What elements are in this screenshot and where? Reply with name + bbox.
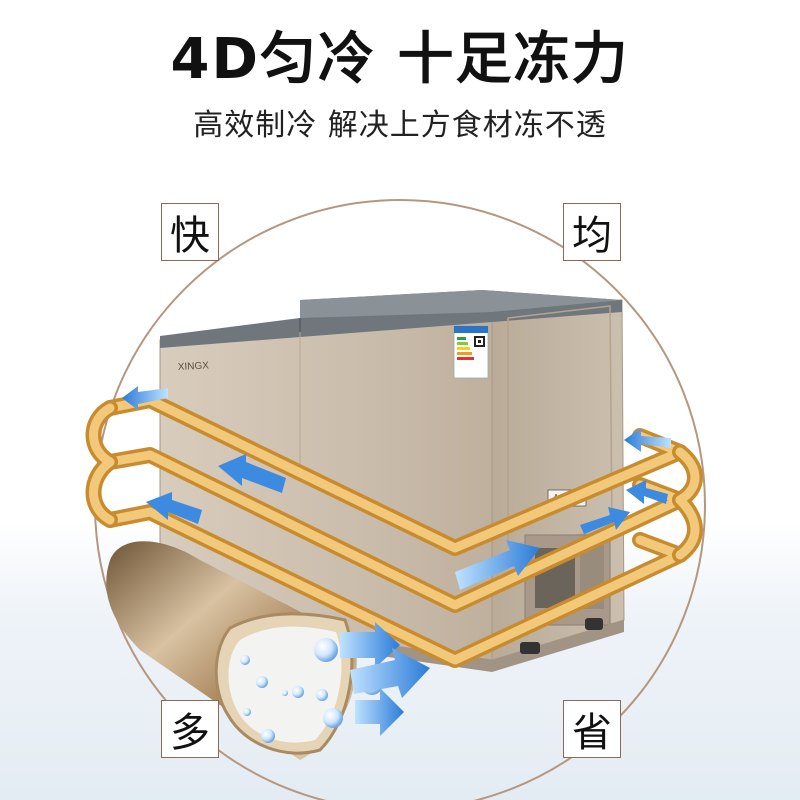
arrow-top-left	[122, 386, 168, 410]
outflow-arrow-mid	[350, 648, 430, 698]
arrow-low-left	[146, 492, 202, 524]
outflow-arrow-top	[340, 622, 400, 668]
bubble-4	[314, 638, 338, 662]
badge-fast-label: 快	[170, 213, 210, 259]
badge-even-label: 均	[572, 213, 612, 259]
badge-save-label: 省	[572, 710, 612, 756]
arrow-mid-left	[218, 454, 286, 493]
bubble-2	[256, 676, 268, 688]
badge-save: 省	[563, 700, 621, 758]
badge-fast: 快	[161, 203, 219, 261]
badge-even: 均	[563, 203, 621, 261]
badge-more-label: 多	[170, 710, 210, 756]
tube-cross-section	[106, 541, 430, 760]
arrow-right-low	[626, 480, 668, 504]
airflow-arrows	[122, 386, 671, 590]
bubble-3	[292, 686, 304, 698]
badge-more: 多	[161, 700, 219, 758]
arrow-front-mid	[455, 540, 540, 590]
bubble-5	[316, 689, 328, 701]
arrow-right-top	[624, 428, 671, 452]
outflow-arrow-low	[355, 688, 404, 736]
page-title: 4D匀冷 十足冻力	[170, 27, 630, 92]
bubble-1	[240, 655, 250, 665]
brand-logo: XINGX	[178, 360, 210, 373]
arrow-right-mid	[580, 507, 630, 534]
bubble-7	[261, 729, 275, 743]
bubble-6	[323, 708, 343, 728]
page-subtitle: 高效制冷 解决上方食材冻不透	[193, 108, 607, 143]
